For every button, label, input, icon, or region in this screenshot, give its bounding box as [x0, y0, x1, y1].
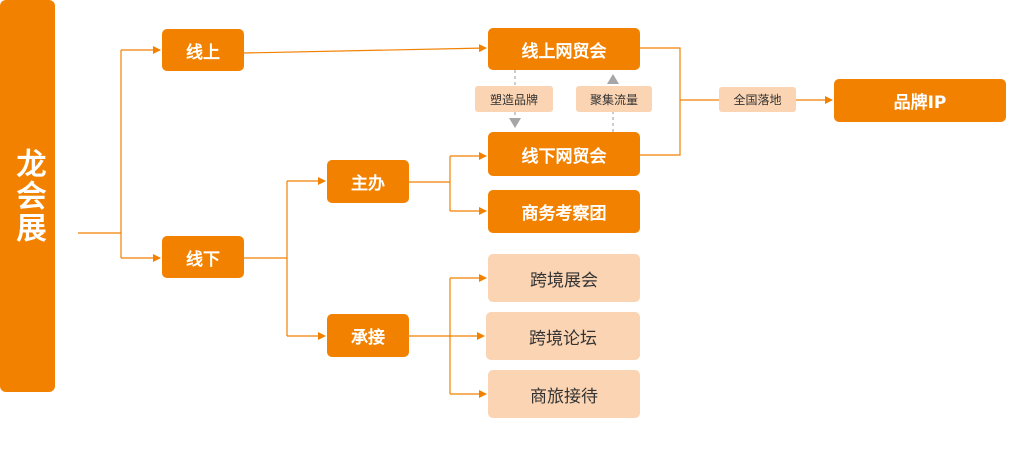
- tag-gather-traffic-label: 聚集流量: [589, 92, 638, 107]
- node-business-tour-label: 商务考察团: [521, 204, 607, 224]
- node-business-travel-label: 商旅接待: [530, 386, 598, 407]
- node-cross-border-forum: 跨境论坛: [486, 312, 640, 360]
- tag-build-brand: 塑造品牌: [475, 86, 553, 112]
- root-node-label: 龙会展: [10, 148, 46, 244]
- connector-root: [78, 46, 161, 262]
- node-online-fair-label: 线上网贸会: [521, 41, 607, 62]
- node-undertake: 承接: [327, 314, 409, 357]
- node-online: 线上: [162, 29, 244, 71]
- node-online-label: 线上: [186, 42, 220, 63]
- node-offline: 线下: [162, 236, 244, 278]
- tag-nationwide-label: 全国落地: [733, 93, 782, 107]
- node-cross-border-expo-label: 跨境展会: [530, 270, 598, 291]
- node-brand-ip: 品牌IP: [834, 79, 1006, 122]
- root-node-longhuizhan: 龙会展: [0, 0, 55, 392]
- connector-offline: [244, 177, 326, 340]
- dashed-arrowheads: [509, 74, 619, 128]
- node-business-tour: 商务考察团: [488, 190, 640, 233]
- connector-online: [243, 44, 487, 54]
- connector-undertake: [409, 274, 487, 398]
- node-offline-fair-label: 线下网贸会: [521, 146, 607, 167]
- node-host: 主办: [327, 160, 409, 203]
- node-cross-border-expo: 跨境展会: [488, 254, 640, 302]
- tag-gather-traffic: 聚集流量: [576, 86, 652, 112]
- node-online-fair: 线上网贸会: [488, 28, 640, 70]
- connector-host: [409, 152, 487, 215]
- node-cross-border-forum-label: 跨境论坛: [529, 328, 597, 349]
- node-brand-ip-label: 品牌IP: [893, 93, 947, 113]
- node-undertake-label: 承接: [351, 328, 385, 348]
- tag-nationwide: 全国落地: [719, 87, 796, 112]
- node-business-travel: 商旅接待: [488, 370, 640, 418]
- tag-build-brand-label: 塑造品牌: [489, 92, 538, 107]
- node-offline-label: 线下: [186, 249, 220, 270]
- node-host-label: 主办: [351, 174, 385, 194]
- node-offline-fair: 线下网贸会: [488, 132, 640, 176]
